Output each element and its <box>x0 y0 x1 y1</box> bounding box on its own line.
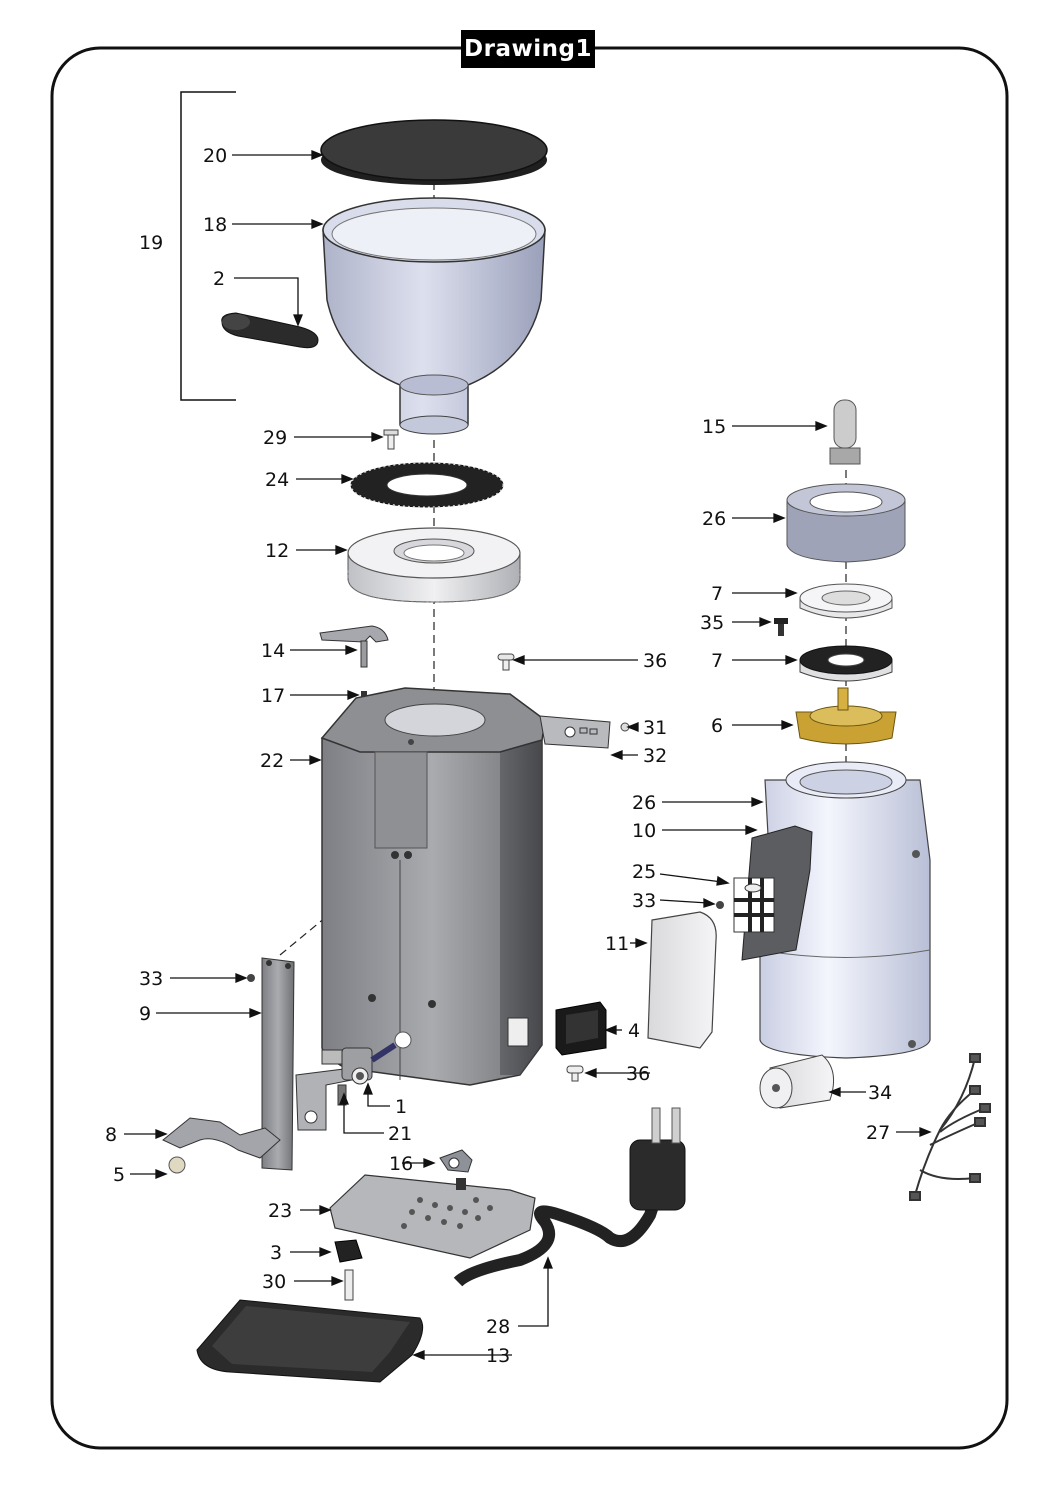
callout-26-bottom: 26 <box>632 792 656 814</box>
callout-29: 29 <box>263 427 287 449</box>
callout-24: 24 <box>265 469 289 491</box>
portafilter-arm <box>261 957 295 1171</box>
microswitch <box>321 1031 412 1085</box>
bolt-30 <box>344 1269 354 1301</box>
screw-36-bottom <box>566 1065 584 1082</box>
screw-33-left <box>247 974 255 982</box>
callout-34: 34 <box>868 1082 892 1104</box>
callout-30: 30 <box>262 1271 286 1293</box>
callout-2: 2 <box>213 268 225 290</box>
callout-27: 27 <box>866 1122 890 1144</box>
callout-12: 12 <box>265 540 289 562</box>
callout-28: 28 <box>486 1316 510 1338</box>
power-cord <box>453 1107 686 1287</box>
callout-11: 11 <box>605 933 629 955</box>
callout-35: 35 <box>700 612 724 634</box>
burr-carrier <box>786 483 906 563</box>
callout-33-left: 33 <box>139 968 163 990</box>
callout-4: 4 <box>628 1020 640 1042</box>
callout-7-top: 7 <box>711 583 723 605</box>
adjustment-knob <box>829 399 861 465</box>
callout-1: 1 <box>395 1096 407 1118</box>
callout-23: 23 <box>268 1200 292 1222</box>
callout-6: 6 <box>711 715 723 737</box>
clamp-16 <box>439 1149 473 1173</box>
screw-35 <box>774 618 788 636</box>
capacitor-clamp <box>733 877 775 933</box>
portafilter-fork <box>162 1117 281 1159</box>
callout-5: 5 <box>113 1164 125 1186</box>
callout-33-right: 33 <box>632 890 656 912</box>
bean-hopper <box>322 197 546 435</box>
callout-7-bottom: 7 <box>711 650 723 672</box>
callout-16: 16 <box>389 1153 413 1175</box>
callout-25: 25 <box>632 861 656 883</box>
rubber-foot <box>334 1239 363 1263</box>
callout-3: 3 <box>270 1242 282 1264</box>
callout-9: 9 <box>139 1003 151 1025</box>
wiring-harness <box>909 1053 991 1201</box>
callout-8: 8 <box>105 1124 117 1146</box>
callout-17: 17 <box>261 685 285 707</box>
callout-10: 10 <box>632 820 656 842</box>
callout-20: 20 <box>203 145 227 167</box>
callout-21: 21 <box>388 1123 412 1145</box>
callout-14: 14 <box>261 640 285 662</box>
screw-33-right <box>716 901 724 909</box>
callout-31: 31 <box>643 717 667 739</box>
group-bracket <box>180 91 236 401</box>
drawing-title: Drawing1 <box>461 30 595 68</box>
leader-lines <box>124 150 932 1360</box>
hopper-lid <box>320 119 548 185</box>
callout-19: 19 <box>139 232 163 254</box>
upper-burr <box>799 583 893 619</box>
burr-holder <box>795 687 897 745</box>
screw-36-top <box>497 653 515 671</box>
dosing-lever <box>319 625 389 668</box>
callout-36-top: 36 <box>643 650 667 672</box>
callout-36-bottom: 36 <box>626 1063 650 1085</box>
adjustment-ring <box>347 527 521 603</box>
callout-26-top: 26 <box>702 508 726 530</box>
callout-labels: 20 18 19 2 29 24 12 14 17 22 36 31 32 33… <box>105 145 892 1367</box>
callout-22: 22 <box>260 750 284 772</box>
base-plate <box>329 1174 536 1259</box>
callout-13: 13 <box>486 1345 510 1367</box>
callout-15: 15 <box>702 416 726 438</box>
screw-29 <box>383 429 399 450</box>
capacitor <box>759 1054 835 1109</box>
power-switch <box>555 1001 607 1056</box>
lower-burr <box>799 645 893 682</box>
motor-cover <box>647 911 717 1049</box>
switch-bracket <box>539 715 611 749</box>
grinder-body <box>320 687 546 1086</box>
callout-32: 32 <box>643 745 667 767</box>
nut-5 <box>168 1156 186 1174</box>
hopper-slide-gate <box>221 312 319 349</box>
callout-18: 18 <box>203 214 227 236</box>
grind-dial-ring <box>350 462 504 508</box>
drip-tray <box>196 1299 424 1383</box>
